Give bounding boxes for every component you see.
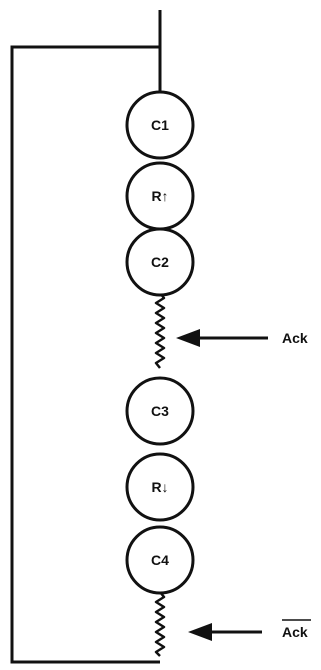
node-c4-label: C4 <box>151 552 169 568</box>
ack-signal: Ack <box>176 329 308 347</box>
node-r-down: R↓ <box>125 452 195 522</box>
node-c1: C1 <box>125 90 195 160</box>
wavy-connector-c2-c3 <box>154 292 166 369</box>
ack-bar-signal: Ack <box>188 619 311 641</box>
node-c3: C3 <box>125 376 195 446</box>
node-c4: C4 <box>125 525 195 595</box>
ack-bar-arrowhead <box>188 623 212 641</box>
node-r-up: R↑ <box>125 161 195 231</box>
node-c2: C2 <box>125 227 195 297</box>
node-c1-label: C1 <box>151 117 169 133</box>
ack-arrowhead <box>176 329 200 347</box>
node-r-up-label: R↑ <box>151 188 168 204</box>
wavy-connector-c4-bottom <box>154 591 166 657</box>
node-c2-label: C2 <box>151 254 169 270</box>
ack-bar-label: Ack <box>282 624 308 640</box>
node-c3-label: C3 <box>151 403 169 419</box>
node-r-down-label: R↓ <box>151 479 168 495</box>
feedback-loop <box>10 45 160 664</box>
ack-label: Ack <box>282 330 308 346</box>
